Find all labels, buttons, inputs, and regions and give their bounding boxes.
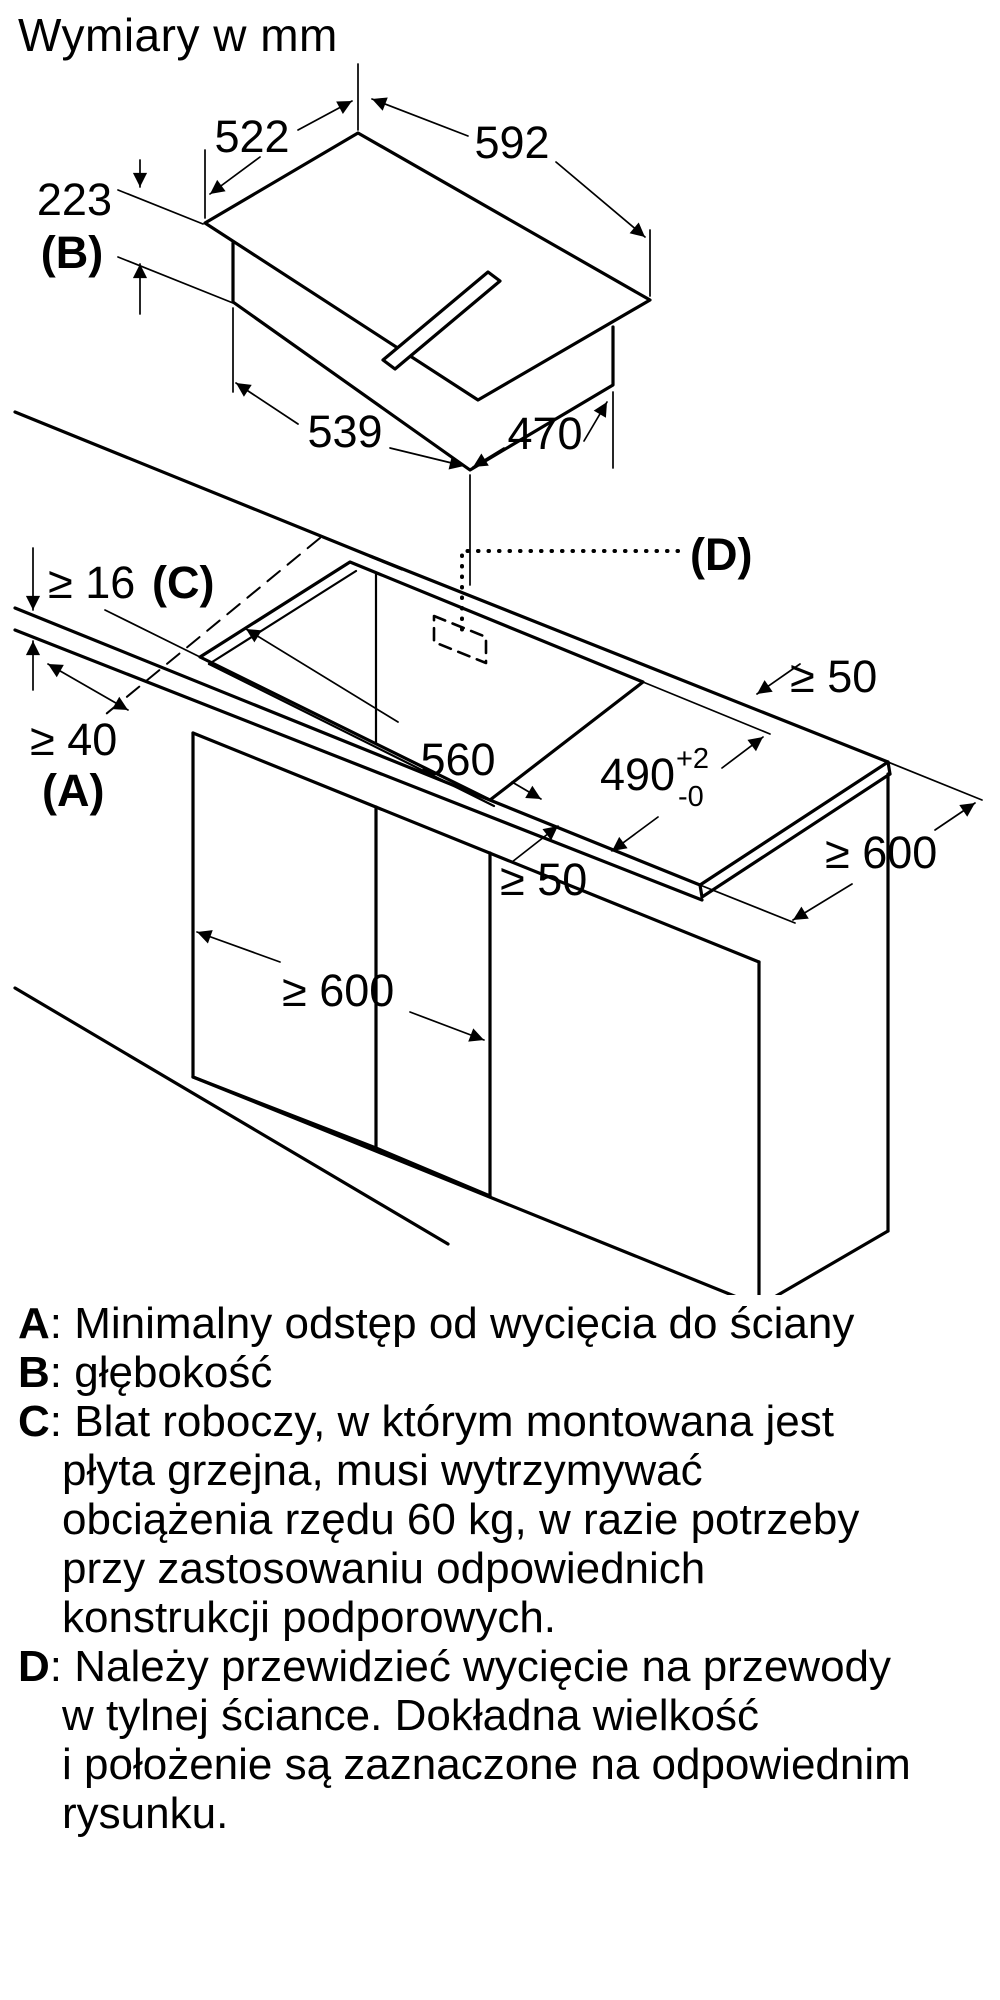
legend-text: Należy przewidzieć wycięcie na przewody — [74, 1642, 892, 1691]
legend-letter-A: A — [18, 1299, 50, 1348]
dim-cutout-depth-tol-minus: -0 — [678, 781, 704, 813]
wall-junction-dashed-line — [105, 537, 321, 715]
legend-text-line: i położenie są zaznaczone na odpowiednim — [62, 1740, 911, 1789]
dim-duct-ref: (D) — [690, 529, 752, 580]
hob-extension-lines — [117, 63, 651, 586]
legend-item-B: B: głębokość — [18, 1348, 273, 1397]
legend-text: Minimalny odstęp od wycięcia do ściany — [74, 1299, 855, 1348]
legend: A: Minimalny odstęp od wycięcia do ścian… — [18, 1299, 978, 1838]
legend-text-line: płyta grzejna, musi wytrzymywać — [62, 1446, 703, 1495]
dimension-diagrams: 522 592 223 (B) 539 470 — [13, 63, 983, 1308]
worktop-extension-lines — [104, 609, 983, 924]
dim-cutout-depth-tol-plus: +2 — [676, 743, 709, 775]
page-title: Wymiary w mm — [18, 9, 338, 61]
dim-worktop-depth: ≥ 600 — [825, 827, 937, 878]
legend-text: Blat roboczy, w którym montowana jest — [74, 1397, 834, 1446]
legend-letter-B: B — [18, 1348, 50, 1397]
cabinet-outline — [13, 731, 890, 1308]
hob-vent-slot — [381, 270, 502, 371]
dim-hob-top-width: 592 — [474, 117, 549, 168]
dim-cutout-depth: 490 — [600, 749, 675, 800]
dim-hob-height-ref: (B) — [41, 227, 103, 278]
worktop-outline — [13, 554, 892, 902]
worktop-installation-drawing: ≥ 16 (C) ≥ 40 (A) 560 490 +2 -0 ≥ 50 ≥ 5… — [13, 410, 983, 1308]
legend-letter-D: D — [18, 1642, 50, 1691]
worktop-dimension-leaders — [25, 547, 976, 1042]
dim-hob-top-depth: 522 — [214, 111, 289, 162]
hob-isometric-drawing: 522 592 223 (B) 539 470 — [37, 63, 652, 586]
dim-worktop-thickness-ref: (C) — [152, 557, 214, 608]
legend-item-C: C: Blat roboczy, w którym montowana jest — [18, 1397, 834, 1446]
dim-back-clearance: ≥ 50 — [790, 651, 877, 702]
legend-text-line: w tylnej ściance. Dokładna wielkość — [62, 1691, 759, 1740]
dim-hob-height: 223 — [37, 174, 112, 225]
dim-front-clearance: ≥ 50 — [500, 854, 587, 905]
dim-cabinet-width: ≥ 600 — [282, 965, 394, 1016]
dim-hob-body-depth: 470 — [507, 408, 582, 459]
legend-item-D: D: Należy przewidzieć wycięcie na przewo… — [18, 1642, 892, 1691]
cable-duct-dashed-cutout — [432, 614, 488, 665]
legend-text-line: obciążenia rzędu 60 kg, w razie potrzeby — [62, 1495, 860, 1544]
legend-text-line: rysunku. — [62, 1789, 229, 1838]
wall-top-edge — [13, 410, 404, 571]
dim-wall-clearance-ref: (A) — [42, 765, 104, 816]
hob-top-face — [203, 131, 652, 402]
legend-text-line: konstrukcji podporowych. — [62, 1593, 557, 1642]
hob-body-outline — [231, 241, 615, 472]
legend-item-A: A: Minimalny odstęp od wycięcia do ścian… — [18, 1299, 855, 1348]
dim-cutout-width: 560 — [420, 734, 495, 785]
hob-dimension-leaders — [132, 97, 646, 470]
legend-letter-C: C — [18, 1397, 50, 1446]
legend-text-line: przy zastosowaniu odpowiednich — [62, 1544, 706, 1593]
duct-dotted-leader — [460, 549, 680, 636]
dim-hob-body-width: 539 — [307, 406, 382, 457]
legend-text: głębokość — [74, 1348, 273, 1397]
dim-worktop-thickness: ≥ 16 — [48, 557, 135, 608]
dim-wall-clearance: ≥ 40 — [30, 714, 117, 765]
